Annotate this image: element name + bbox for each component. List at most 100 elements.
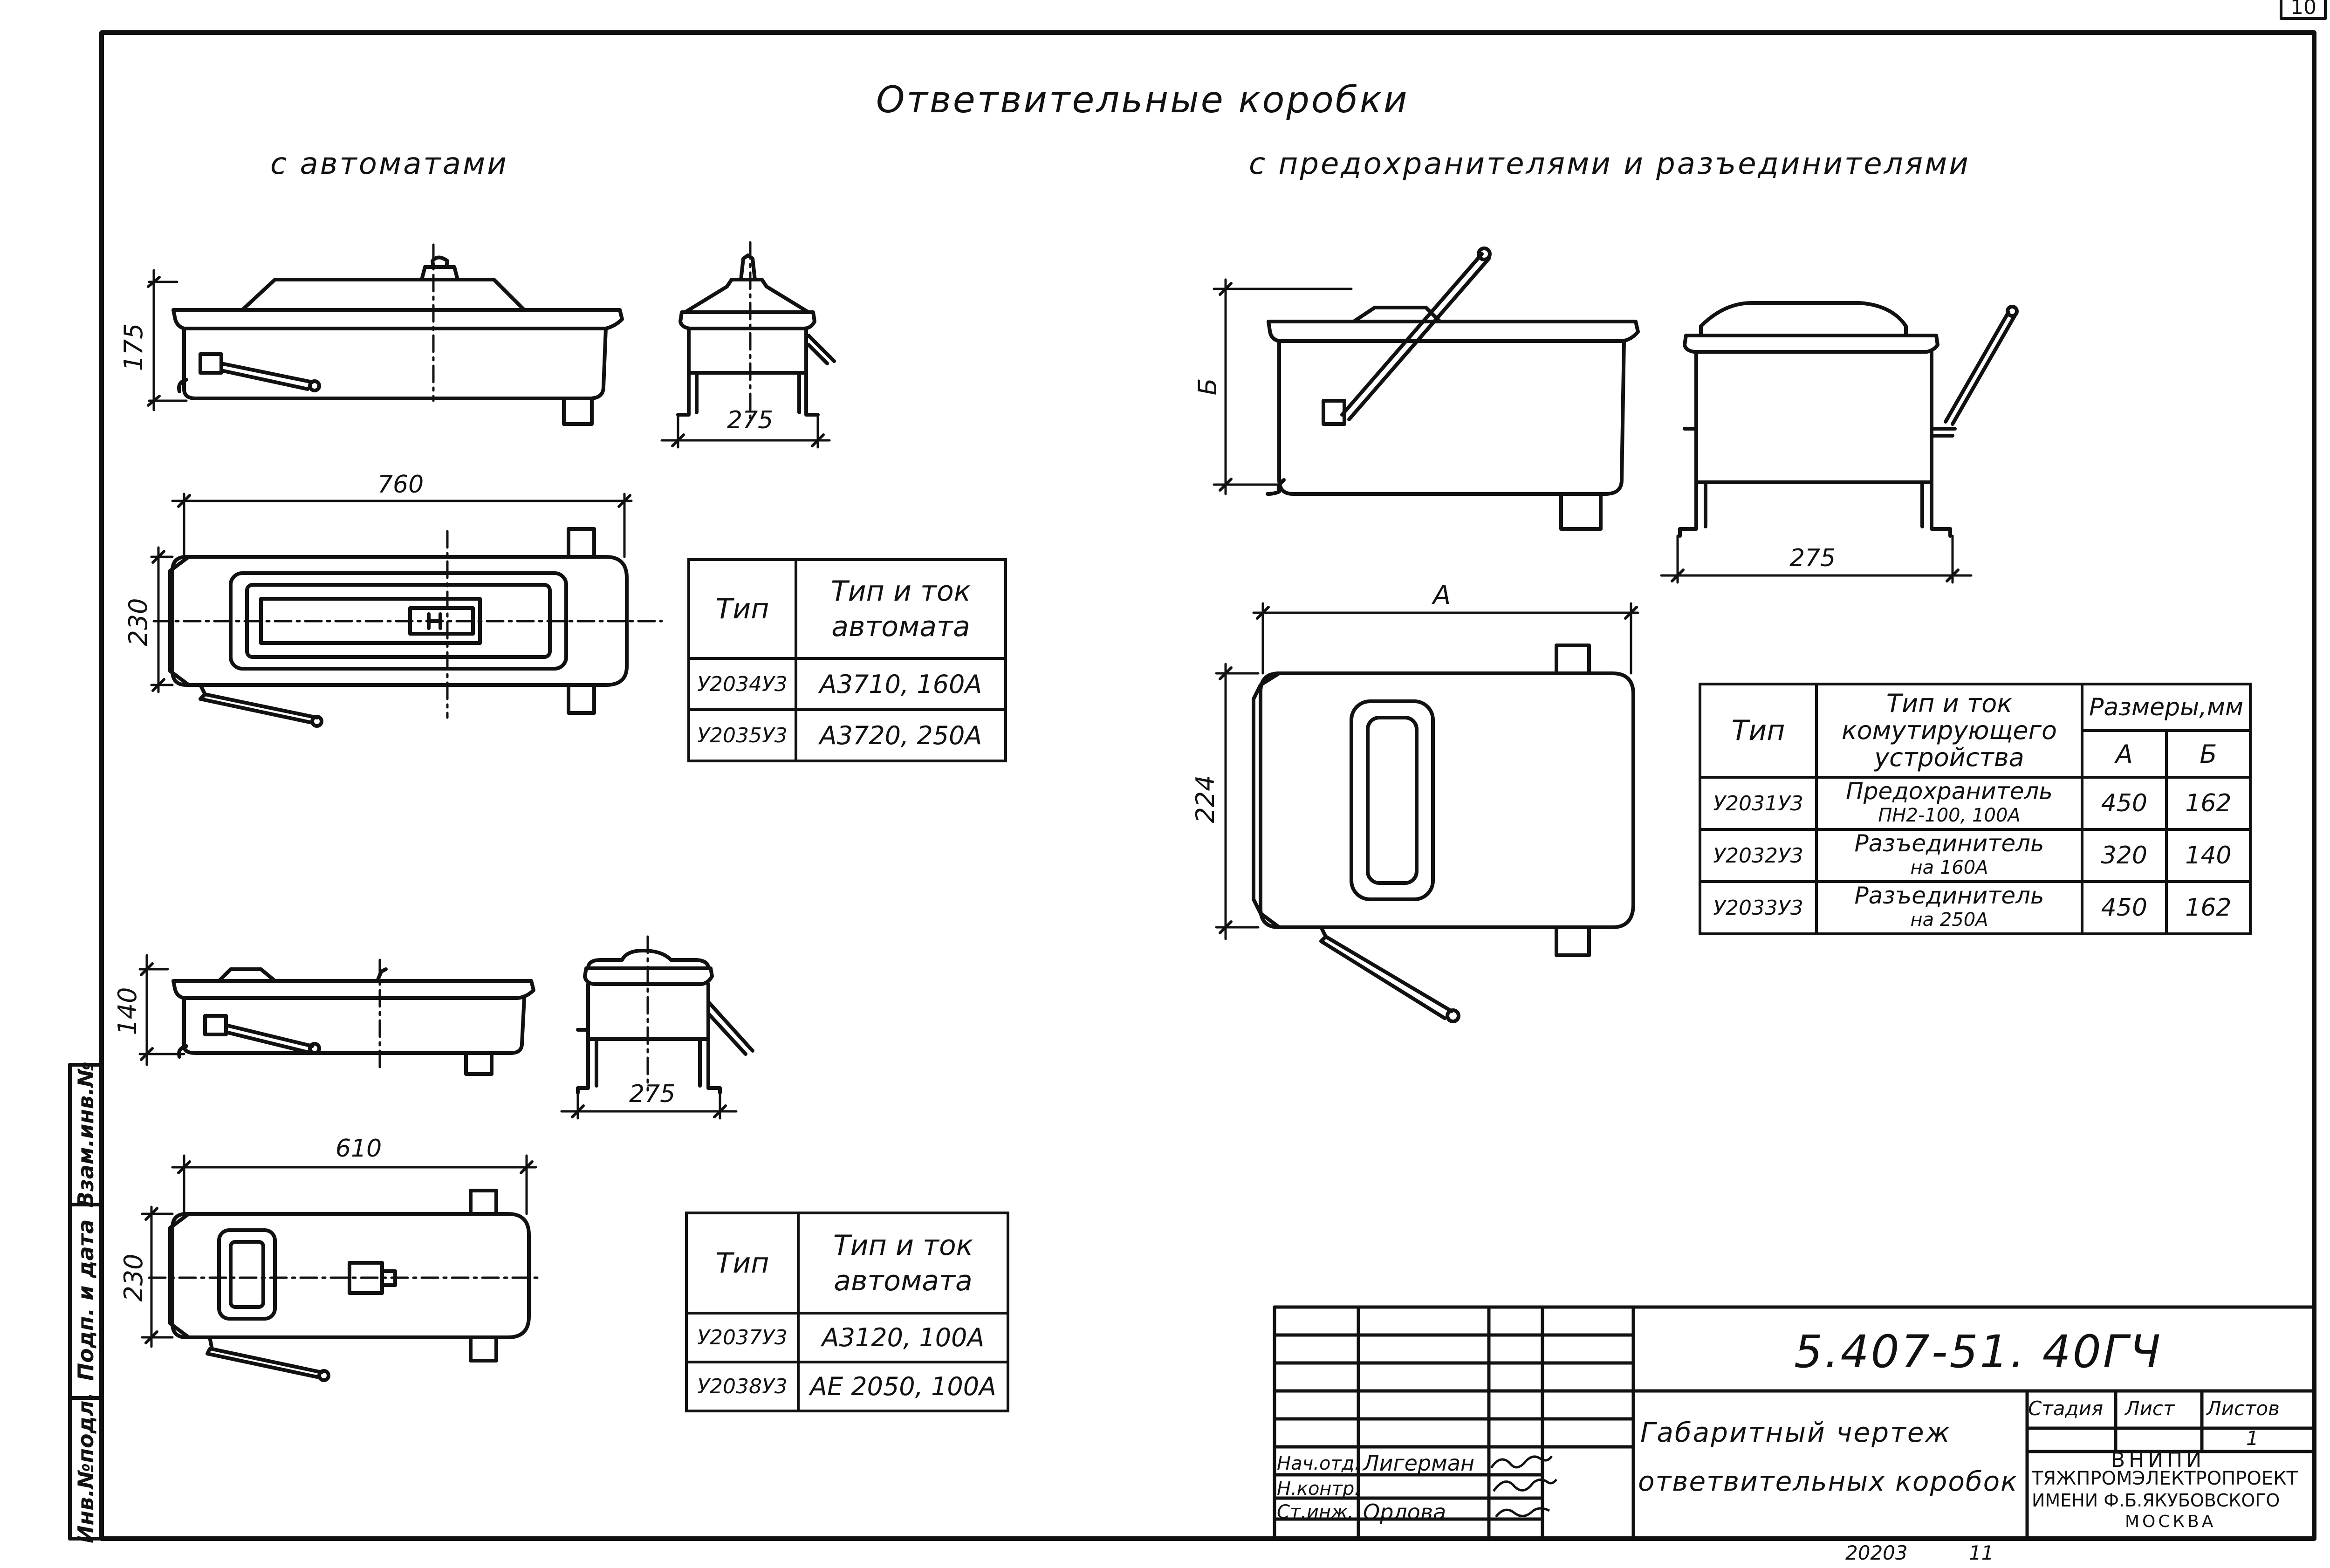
t3-row1-type: У2031У3	[1699, 776, 1818, 831]
t3-header-dims: Размеры,мм	[2080, 683, 2252, 732]
t1-header-model-line1: Тип и ток	[831, 575, 971, 608]
sheets-label: Листов	[2207, 1397, 2280, 1420]
t1-row2-model: А3720, 250А	[795, 708, 1007, 762]
role-3: Ст.инж.	[1277, 1501, 1354, 1523]
role-1: Нач.отд.	[1277, 1453, 1361, 1474]
t3-header-device-line3: устройства	[1874, 743, 2024, 772]
t2-header-model-line2: автомата	[834, 1264, 973, 1297]
dim-610-label: 610	[336, 1135, 382, 1163]
table-row: У2033У3 Разъединитель на 250А 450 162	[1699, 880, 2252, 935]
t2-row1-type: У2037У3	[685, 1312, 800, 1363]
dim-140-label: 140	[113, 987, 142, 1035]
t3-header-b: Б	[2165, 729, 2252, 779]
t3-header-device: Тип и ток комутирующего устройства	[1815, 683, 2083, 779]
box1-plan-view	[150, 493, 663, 728]
table-row: У2034У3 А3710, 160А	[687, 657, 1007, 711]
box3-side-view	[1660, 301, 2019, 584]
dim-A-label: А	[1433, 580, 1451, 610]
footer-number: 20203	[1845, 1541, 1908, 1564]
drawing-frame	[99, 30, 2316, 1541]
table-switching-devices: Тип Тип и ток комутирующего устройства Р…	[1699, 683, 2252, 935]
dim-230b-label: 230	[119, 1253, 148, 1301]
t1-row1-model: А3710, 160А	[795, 657, 1007, 711]
t2-header-model-line1: Тип и ток	[833, 1229, 973, 1262]
t3-row2-b: 140	[2165, 828, 2252, 883]
dim-175-label: 175	[119, 323, 148, 371]
footer-format: 11	[1969, 1541, 1994, 1564]
side-stamp-graphic	[68, 1063, 103, 1541]
t3-row2-a: 320	[2081, 828, 2168, 883]
org-line2: ТЯЖПРОМЭЛЕКТРОПРОЕКТ	[2032, 1468, 2298, 1489]
signature-marks	[1490, 1455, 1557, 1518]
org-line4: МОСКВА	[2125, 1512, 2216, 1531]
t2-row2-type: У2038У3	[685, 1361, 800, 1412]
box1-side-view	[660, 241, 836, 449]
box3-front-view	[1213, 246, 1640, 531]
table-row: У2031У3 Предохранитель ПН2-100, 100А 450…	[1699, 776, 2252, 831]
t1-row1-type: У2034У3	[687, 657, 797, 711]
t3-row3-a: 450	[2081, 880, 2168, 935]
t3-row2-device: Разъединитель на 160А	[1815, 828, 2083, 883]
dim-760-label: 760	[377, 471, 424, 499]
t3-header-device-line1: Тип и ток	[1886, 689, 2012, 718]
dim-275b-label: 275	[629, 1080, 676, 1108]
table-row: У2037У3 А3120, 100А	[685, 1312, 1009, 1363]
t3-row3-type: У2033У3	[1699, 880, 1818, 935]
corner-number: 10	[2290, 0, 2316, 19]
side-stamp-sign-label: Подп. и дата	[73, 1219, 98, 1381]
t3-row2-device-line1: Разъединитель	[1854, 830, 2044, 857]
dim-275c-label: 275	[1789, 544, 1836, 572]
t2-row1-model: А3120, 100А	[797, 1312, 1009, 1363]
org-line3: ИМЕНИ Ф.Б.ЯКУБОВСКОГО	[2032, 1490, 2280, 1511]
t3-header-type: Тип	[1699, 683, 1818, 779]
t1-row2-type: У2035У3	[687, 708, 797, 762]
role-2: Н.контр.	[1277, 1478, 1360, 1500]
main-title: Ответвительные коробки	[876, 79, 1409, 121]
t3-row2-type: У2032У3	[1699, 828, 1818, 883]
org-line1: ВНИПИ	[2111, 1448, 2206, 1472]
t3-header-device-line2: комутирующего	[1841, 716, 2057, 745]
side-stamp-inv-label: Инв.№подл.	[73, 1392, 98, 1543]
table-automata-2: Тип Тип и ток автомата У2037У3 А3120, 10…	[685, 1212, 1009, 1412]
dim-275a-label: 275	[727, 406, 774, 434]
table-automata-1: Тип Тип и ток автомата У2034У3 А3710, 16…	[687, 558, 1007, 762]
dim-B-label: Б	[1193, 378, 1222, 395]
box3-plan-view	[1215, 602, 1639, 1023]
sheet-label: Лист	[2125, 1397, 2175, 1420]
box1-front-view	[147, 243, 624, 426]
doc-code: 5.407-51. 40ГЧ	[1794, 1326, 2163, 1378]
box2-front-view	[138, 954, 535, 1076]
t3-row1-a: 450	[2081, 776, 2168, 831]
table-row: У2032У3 Разъединитель на 160А 320 140	[1699, 828, 2252, 883]
dim-230a-label: 230	[123, 598, 153, 646]
drawing-title-line1: Габаритный чертеж	[1640, 1417, 1951, 1448]
t1-header-type: Тип	[687, 558, 797, 660]
t3-row1-device-line1: Предохранитель	[1846, 778, 2053, 805]
right-section-title: с предохранителями и разъединителями	[1249, 147, 1970, 181]
t3-row1-device-line2: ПН2-100, 100А	[1878, 805, 2021, 826]
t1-header-model: Тип и ток автомата	[795, 558, 1007, 660]
role-1-name: Лигерман	[1363, 1451, 1475, 1476]
box2-side-view	[560, 935, 754, 1120]
role-3-name: Орлова	[1363, 1500, 1446, 1525]
t3-row3-b: 162	[2165, 880, 2252, 935]
t3-row3-device: Разъединитель на 250А	[1815, 880, 2083, 935]
table-row: У2038У3 АЕ 2050, 100А	[685, 1361, 1009, 1412]
box2-plan-view	[141, 1154, 544, 1382]
t3-row3-device-line1: Разъединитель	[1854, 882, 2044, 909]
t2-row2-model: АЕ 2050, 100А	[797, 1361, 1009, 1412]
sheets-value: 1	[2246, 1427, 2259, 1450]
table-row: У2035У3 А3720, 250А	[687, 708, 1007, 762]
stage-label: Стадия	[2028, 1397, 2104, 1420]
t2-header-model: Тип и ток автомата	[797, 1212, 1009, 1315]
dim-224-label: 224	[1191, 775, 1220, 823]
title-block-grid	[1273, 1305, 2316, 1541]
t3-row2-device-line2: на 160А	[1910, 857, 1988, 878]
t2-header-type: Тип	[685, 1212, 800, 1315]
t1-header-model-line2: автомата	[831, 610, 970, 643]
t3-row1-b: 162	[2165, 776, 2252, 831]
t3-row1-device: Предохранитель ПН2-100, 100А	[1815, 776, 2083, 831]
side-stamp-replace-label: Взам.инв.№	[73, 1061, 98, 1208]
